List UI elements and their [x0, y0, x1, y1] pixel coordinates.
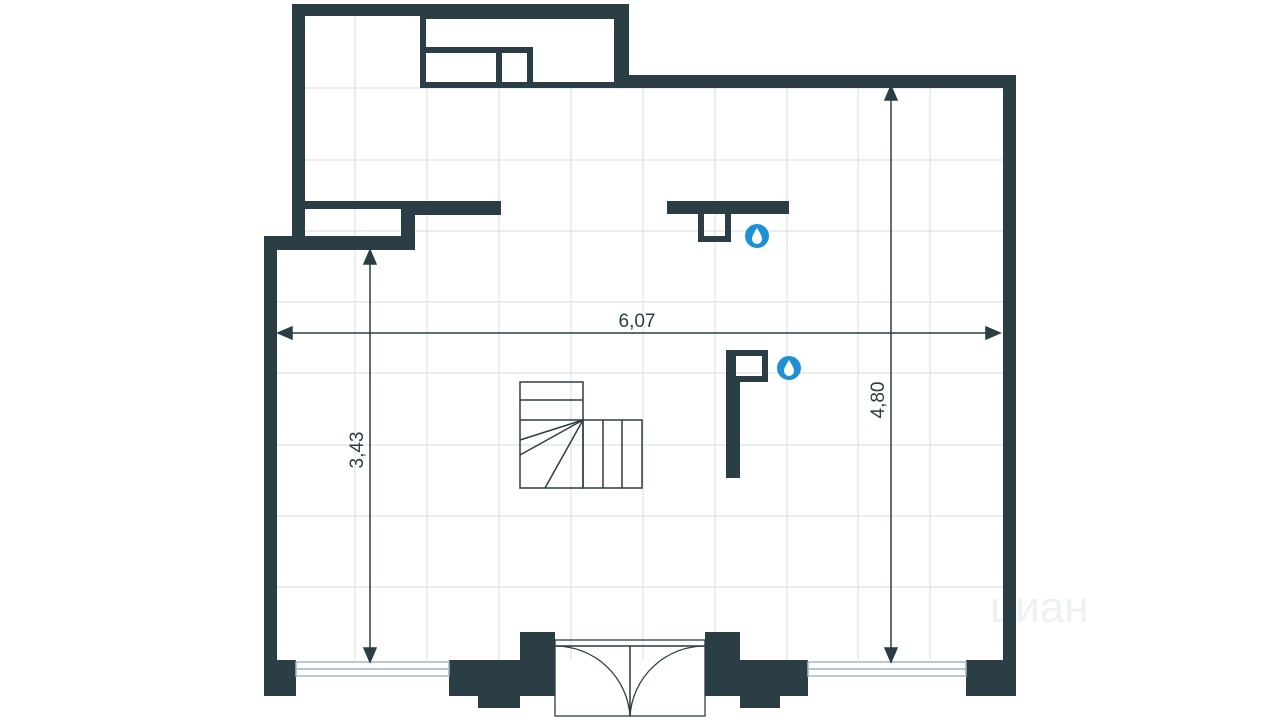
dimension-height-right-label: 4,80: [868, 382, 889, 419]
water-drop-icon: [745, 224, 769, 248]
wall-bottom-left-corner: [264, 660, 296, 696]
closet-shelf-left: [420, 47, 502, 88]
wall-bottom-right-corner: [966, 660, 1016, 696]
wall-right: [1003, 75, 1016, 665]
staircase: [519, 381, 643, 489]
door-leaf-right: [629, 645, 706, 717]
double-door: [554, 639, 706, 717]
wall-step: [264, 236, 415, 250]
dimension-lines: [276, 84, 1002, 664]
water-drop-icon: [777, 356, 801, 380]
partition-top: [667, 201, 789, 214]
dimension-height-left-label: 3,43: [347, 432, 368, 469]
windows: [295, 661, 967, 677]
dimension-width-label: 6,07: [619, 311, 656, 332]
wall-pillar-right: [705, 632, 808, 708]
wall-step-top: [401, 201, 501, 215]
wall-left-lower: [264, 236, 277, 696]
wall-upper-left: [292, 4, 305, 249]
partitions: [667, 201, 789, 478]
closet-shelf-right: [496, 47, 533, 88]
closet: [420, 13, 620, 88]
walls: [264, 4, 1016, 708]
partition-vertical: [726, 350, 768, 478]
partition-box-top: [698, 214, 731, 242]
wall-pillar-left: [449, 632, 555, 708]
floor-grid: [277, 16, 1003, 660]
wall-step-inner: [292, 201, 415, 209]
wall-top-main: [617, 75, 1016, 88]
